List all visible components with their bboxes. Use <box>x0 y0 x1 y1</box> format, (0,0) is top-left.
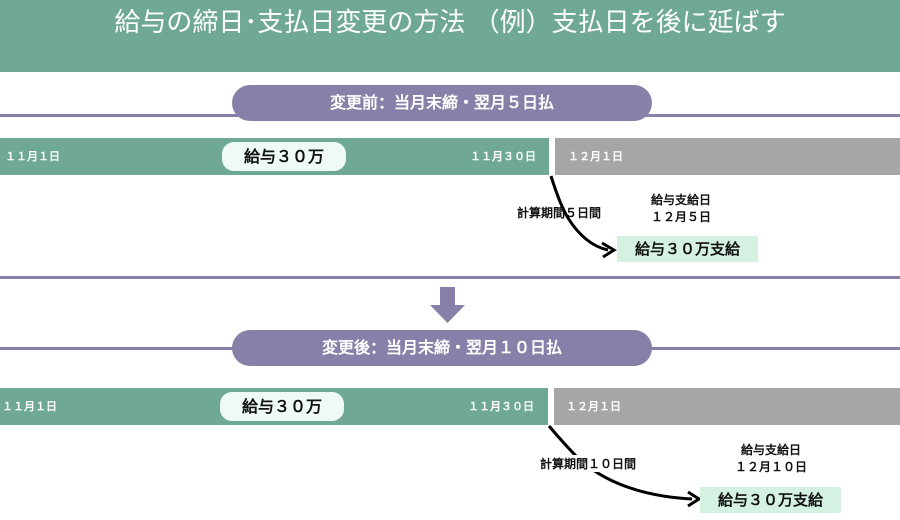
after-pay-label: 給与支給日 <box>740 443 801 457</box>
after-period-label: 計算期間１０日間 <box>540 455 637 472</box>
before-period-label: 計算期間５日間 <box>517 204 602 221</box>
after-arrowhead-icon <box>687 490 702 508</box>
after-label-pill: 変更後：当月末締・翌月１０日払 <box>232 330 652 366</box>
before-start-date: １１月１日 <box>5 150 60 163</box>
after-pay-date: １２月１０日 <box>734 460 807 474</box>
before-arrowhead-icon <box>601 241 617 259</box>
before-curve-arrow <box>549 175 609 252</box>
before-end-date: １１月３０日 <box>470 150 536 163</box>
before-pay-label: 給与支給日 <box>650 193 711 207</box>
after-end-date: １１月３０日 <box>468 400 534 413</box>
before-next-date: １２月１日 <box>568 150 623 163</box>
after-start-date: １１月１日 <box>2 400 57 413</box>
after-payment-box: 給与３０万支給 <box>700 487 841 513</box>
before-december-bar <box>555 138 900 175</box>
page-title: 給与の締日･支払日変更の方法 （例）支払日を後に延ばす <box>114 8 786 38</box>
after-next-date: １２月１日 <box>566 400 621 413</box>
after-salary-pill: 給与３０万 <box>220 392 344 421</box>
after-december-bar <box>554 388 900 425</box>
before-pay-date: １２月５日 <box>650 210 711 224</box>
divider-line <box>0 276 900 279</box>
before-label-pill: 変更前：当月末締・翌月５日払 <box>232 85 652 121</box>
down-arrow-icon <box>430 287 465 323</box>
header-banner <box>0 0 900 72</box>
before-payment-box: 給与３０万支給 <box>617 236 758 262</box>
before-salary-pill: 給与３０万 <box>222 142 346 171</box>
